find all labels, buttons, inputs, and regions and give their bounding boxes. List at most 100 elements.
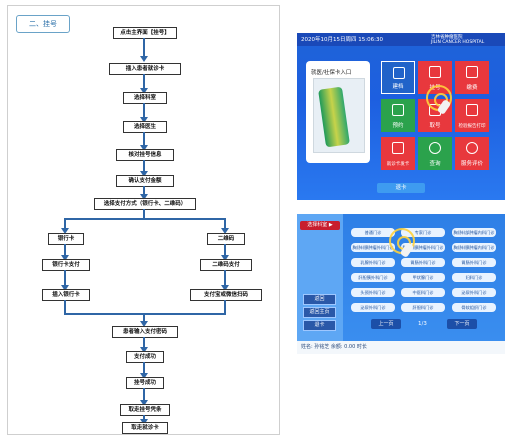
department-item[interactable]: 胸(肺)腺肿瘤内科门诊 (452, 243, 496, 252)
flow-step-7: 选择支付方式（银行卡、二维码） (94, 198, 196, 210)
next-page-button[interactable]: 下一页 (447, 319, 477, 329)
kiosk-doctor-screen: 选择科室 ▶ 返回 返回主页 退卡 普通门诊 专家门诊 胸(肺)部肿瘤内科门诊 … (297, 214, 505, 354)
department-item[interactable]: 普通门诊 (351, 228, 395, 237)
search-icon (429, 142, 441, 154)
flow-connector (143, 38, 145, 59)
flow-connector (64, 270, 66, 288)
flow-merge-5: 取走就诊卡 (122, 422, 168, 434)
department-item[interactable]: 专家门诊 (401, 228, 445, 237)
flow-arrow (140, 347, 148, 353)
department-item[interactable]: 头颈外科门诊 (351, 288, 395, 297)
flow-step-4: 选择医生 (123, 121, 167, 133)
department-item[interactable]: 肝胆胰外科门诊 (351, 273, 395, 282)
flow-arrow (221, 255, 229, 261)
flow-connector (143, 388, 145, 403)
flow-connector (143, 362, 145, 376)
smiley-icon (466, 142, 478, 154)
kiosk-side-panel (297, 214, 343, 354)
flow-arrow (61, 255, 69, 261)
department-item[interactable]: 乳腺外科门诊 (351, 258, 395, 267)
flow-merge-line (64, 313, 226, 315)
flow-connector (224, 270, 226, 288)
flow-arrow (140, 400, 148, 406)
flow-connector (143, 186, 145, 197)
flow-connector (224, 300, 226, 314)
return-card-button[interactable]: 退卡 (377, 183, 425, 193)
flow-merge-4: 取走挂号凭条 (120, 404, 170, 416)
flow-arrow (140, 117, 148, 123)
flow-left-2: 银行卡支付 (42, 259, 90, 271)
department-item[interactable]: 中医科门诊 (401, 288, 445, 297)
hospital-name-en: JILIN CANCER HOSPITAL (431, 40, 485, 45)
tile-payment[interactable]: 缴费 (455, 61, 489, 94)
flow-connector (64, 244, 66, 258)
flow-arrow (61, 285, 69, 291)
flow-connector (143, 337, 145, 350)
prev-page-button[interactable]: 上一页 (371, 319, 401, 329)
department-item[interactable]: 胸(肺)部肿瘤内科门诊 (452, 228, 496, 237)
flow-merge-3: 挂号成功 (126, 377, 164, 389)
flow-arrow (140, 171, 148, 177)
tile-appointment[interactable]: 预约 (381, 99, 415, 132)
kiosk-datetime: 2020年10月15日周四 15:06:30 (301, 37, 383, 43)
department-item[interactable]: 胃肠外科门诊 (452, 258, 496, 267)
department-item[interactable]: 甲状腺门诊 (401, 273, 445, 282)
flow-connector (143, 132, 145, 148)
register-icon (429, 66, 441, 78)
select-department-tab[interactable]: 选择科室 ▶ (300, 221, 340, 230)
flow-connector (143, 415, 145, 421)
department-item[interactable]: 泌尿外科门诊 (452, 288, 496, 297)
flow-arrow (140, 321, 148, 327)
flow-right-2: 二维码支付 (200, 259, 252, 271)
tile-issue-card[interactable]: 就诊卡发卡 (381, 137, 415, 170)
flow-arrow (140, 194, 148, 200)
department-item[interactable]: 胸(肺)腺肿瘤外科门诊 (401, 243, 445, 252)
flow-step-6: 确认支付金额 (116, 175, 174, 187)
flow-right-3: 支付宝或微信扫码 (190, 289, 262, 301)
kiosk-main-screen: 2020年10月15日周四 15:06:30 吉林省肿瘤医院 JILIN CAN… (297, 33, 505, 200)
id-card-icon (393, 67, 405, 79)
flow-connector (143, 209, 145, 218)
flow-connector (143, 103, 145, 120)
department-item[interactable]: 妇科门诊 (452, 273, 496, 282)
flow-step-5: 核对挂号信息 (116, 149, 174, 161)
flow-right-1: 二维码 (207, 233, 245, 245)
department-item[interactable]: 胸(肺)腺肿瘤外科门诊 (351, 243, 395, 252)
printer-icon (466, 104, 478, 116)
flow-step-2: 插入患者就诊卡 (109, 63, 181, 75)
hospital-name: 吉林省肿瘤医院 (431, 35, 463, 40)
monitor-icon (392, 104, 404, 116)
tile-create-record[interactable]: 建档 (381, 61, 415, 94)
flow-left-1: 银行卡 (48, 233, 84, 245)
flow-arrow (221, 285, 229, 291)
flow-connector (224, 244, 226, 258)
tile-report-print[interactable]: 检验报告打印 (455, 99, 489, 132)
flow-merge-2: 支付成功 (126, 351, 164, 363)
flow-arrow (140, 88, 148, 94)
flow-merge-1: 患者输入支付密码 (112, 326, 178, 338)
flow-arrow (221, 228, 229, 234)
department-item[interactable]: 骨软组织门诊 (452, 303, 496, 312)
flow-connector (143, 313, 145, 324)
eject-card-button[interactable]: 退卡 (303, 320, 336, 331)
flow-left-3: 插入银行卡 (42, 289, 90, 301)
wallet-icon (466, 66, 478, 78)
flow-connector (143, 160, 145, 174)
flowchart-panel: 二、挂号 点击主界面【挂号】 插入患者就诊卡 选择科室 选择医生 核对挂号信息 … (7, 5, 280, 435)
hospital-logo: 吉林省肿瘤医院 JILIN CANCER HOSPITAL (431, 35, 501, 45)
tile-service-rating[interactable]: 服务评价 (455, 137, 489, 170)
department-item[interactable]: 肝胆科门诊 (401, 303, 445, 312)
tile-query[interactable]: 查询 (418, 137, 452, 170)
back-button[interactable]: 返回 (303, 294, 336, 305)
flow-step-3: 选择科室 (123, 92, 167, 104)
card-icon (392, 142, 404, 154)
flow-connector (224, 218, 226, 230)
flow-connector (143, 74, 145, 91)
flow-arrow (140, 145, 148, 151)
department-item[interactable]: 胃肠外科门诊 (401, 258, 445, 267)
home-button[interactable]: 返回主页 (303, 307, 336, 318)
flow-step-1: 点击主界面【挂号】 (113, 27, 177, 39)
department-item[interactable]: 泌尿外科门诊 (351, 303, 395, 312)
kiosk-top-bar (297, 33, 505, 46)
flow-connector (64, 218, 66, 230)
